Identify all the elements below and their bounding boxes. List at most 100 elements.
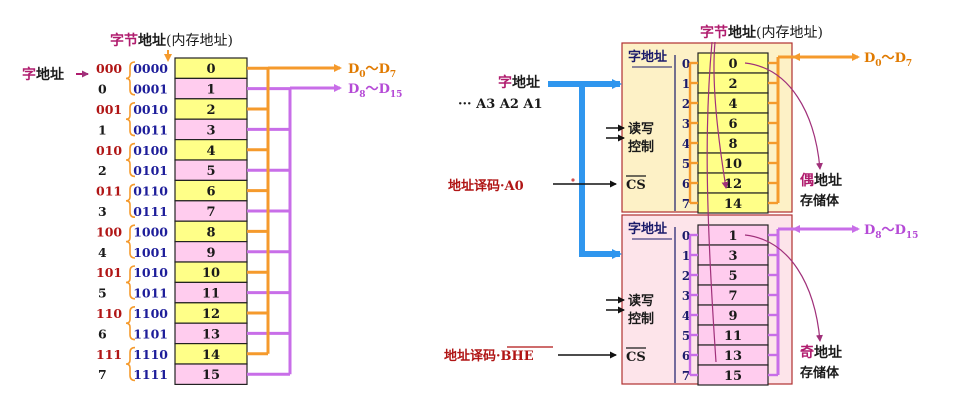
bank-bus-head-left [792, 53, 800, 61]
word-address-binary: 101 [96, 265, 122, 280]
right-word-addr-input: 字地址 [498, 74, 540, 91]
group-brace [125, 224, 136, 259]
address-lines-label: ··· A3 A2 A1 [458, 97, 543, 112]
word-address-header: 字地址 [628, 221, 667, 237]
bank-bus-label: D8～D15 [864, 223, 918, 241]
bank-word-address: 5 [682, 157, 690, 171]
title-pointer-curve [713, 41, 729, 189]
byte-address: 1001 [133, 245, 168, 260]
group-brace [125, 346, 136, 382]
word-address-binary: 111 [96, 347, 122, 362]
byte-address: 1100 [133, 306, 168, 321]
bank-bus-head-left [792, 225, 800, 233]
bank-word-address: 3 [682, 289, 690, 303]
pointer-dot [571, 178, 575, 182]
bank-word-address: 4 [682, 309, 690, 323]
memory-cell-value: 7 [206, 205, 215, 220]
bank-word-address: 2 [682, 269, 690, 283]
memory-cell-value: 8 [206, 225, 215, 240]
bank-word-address: 3 [682, 117, 690, 131]
chip-select-label: CS [626, 350, 646, 365]
byte-address: 0000 [133, 61, 168, 76]
bank-cell-value: 10 [724, 157, 742, 172]
bank-name-label: 偶地址 [800, 172, 842, 189]
bank-cell-value: 2 [728, 77, 737, 92]
word-address-decimal: 2 [98, 163, 107, 178]
bank-cell-value: 7 [728, 289, 737, 304]
byte-address: 1110 [133, 347, 168, 362]
bank-bus-label: D0～D7 [864, 51, 912, 69]
memory-cell-value: 12 [202, 307, 220, 322]
bank-word-address: 2 [682, 97, 690, 111]
bank-cell-value: 13 [724, 349, 742, 364]
byte-address: 1101 [133, 326, 168, 341]
memory-cell-value: 2 [206, 103, 215, 118]
word-address-binary: 000 [96, 61, 122, 76]
bank-cell-value: 12 [724, 177, 742, 192]
address-bus-to-odd [548, 81, 612, 257]
word-address-binary: 010 [96, 143, 122, 158]
bank-cell-value: 14 [724, 197, 742, 212]
bank-name-label-2: 存储体 [800, 193, 840, 209]
bank-word-address: 4 [682, 137, 690, 151]
bank-cell-value: 1 [728, 229, 737, 244]
memory-cell-value: 14 [202, 348, 220, 363]
word-address-decimal: 1 [98, 122, 107, 137]
word-address-header: 字地址 [628, 49, 667, 65]
memory-cell-value: 15 [202, 368, 220, 383]
group-brace [125, 102, 136, 137]
word-address-decimal: 4 [98, 245, 107, 260]
byte-address: 0001 [133, 82, 168, 97]
byte-address: 0101 [133, 163, 168, 178]
bank-cell-value: 11 [724, 329, 742, 344]
word-address-binary: 100 [96, 224, 122, 239]
byte-address: 0111 [133, 204, 168, 219]
bank-cell-value: 0 [728, 57, 737, 72]
memory-cell-value: 6 [206, 185, 215, 200]
word-address-binary: 110 [96, 306, 122, 321]
memory-cell-value: 0 [206, 62, 215, 77]
bank-cell-value: 15 [724, 369, 742, 384]
memory-cell-value: 13 [202, 327, 220, 342]
word-address-decimal: 7 [98, 367, 107, 382]
bank-word-address: 1 [682, 249, 690, 263]
dual-bank-memory: 字节地址(内存地址) 字地址 ··· A3 A2 A1 地址译码·A0 地址译码… [444, 24, 918, 386]
rw-control-label-2: 控制 [628, 311, 654, 327]
bank-word-address: 6 [682, 177, 690, 191]
byte-address: 0010 [133, 102, 168, 117]
bank-word-address: 7 [682, 197, 690, 211]
word-address-decimal: 3 [98, 204, 107, 219]
bank-word-address: 1 [682, 77, 690, 91]
word-address-binary: 011 [96, 184, 122, 199]
memory-cell-value: 9 [206, 246, 215, 261]
group-brace [125, 265, 136, 300]
bank-pointer-curve [744, 62, 823, 170]
left-title: 字节地址(内存地址) [110, 32, 233, 49]
bank-word-address: 6 [682, 349, 690, 363]
group-brace [125, 61, 136, 96]
memory-cell-value: 3 [206, 123, 215, 138]
bus-high-label: D8～D15 [348, 82, 402, 100]
bank-cell-value: 3 [728, 249, 737, 264]
byte-address: 0011 [133, 122, 168, 137]
title-pointer-curve-odd [706, 41, 717, 363]
chip-select-label: CS [626, 178, 646, 193]
group-brace [125, 306, 136, 341]
bus-low-label: D0～D7 [348, 62, 396, 80]
word-address-decimal: 0 [98, 82, 107, 97]
byte-address: 0100 [133, 143, 168, 158]
group-brace [125, 183, 136, 218]
word-address-decimal: 5 [98, 286, 107, 301]
byte-address: 1011 [133, 286, 168, 301]
bank-word-address: 0 [682, 229, 690, 243]
bank-cell-value: 8 [728, 137, 737, 152]
byte-address: 0110 [133, 184, 168, 199]
memory-cell-value: 5 [206, 164, 215, 179]
decoder-bhe-label: 地址译码·BHE [444, 348, 534, 364]
word-address-binary: 001 [96, 102, 122, 117]
rw-control-label-1: 读写 [628, 293, 654, 309]
bank-name-label: 奇地址 [800, 344, 842, 361]
rw-control-label-2: 控制 [628, 139, 654, 155]
bank-pointer-curve [744, 234, 823, 342]
bank-cell-value: 9 [728, 309, 737, 324]
